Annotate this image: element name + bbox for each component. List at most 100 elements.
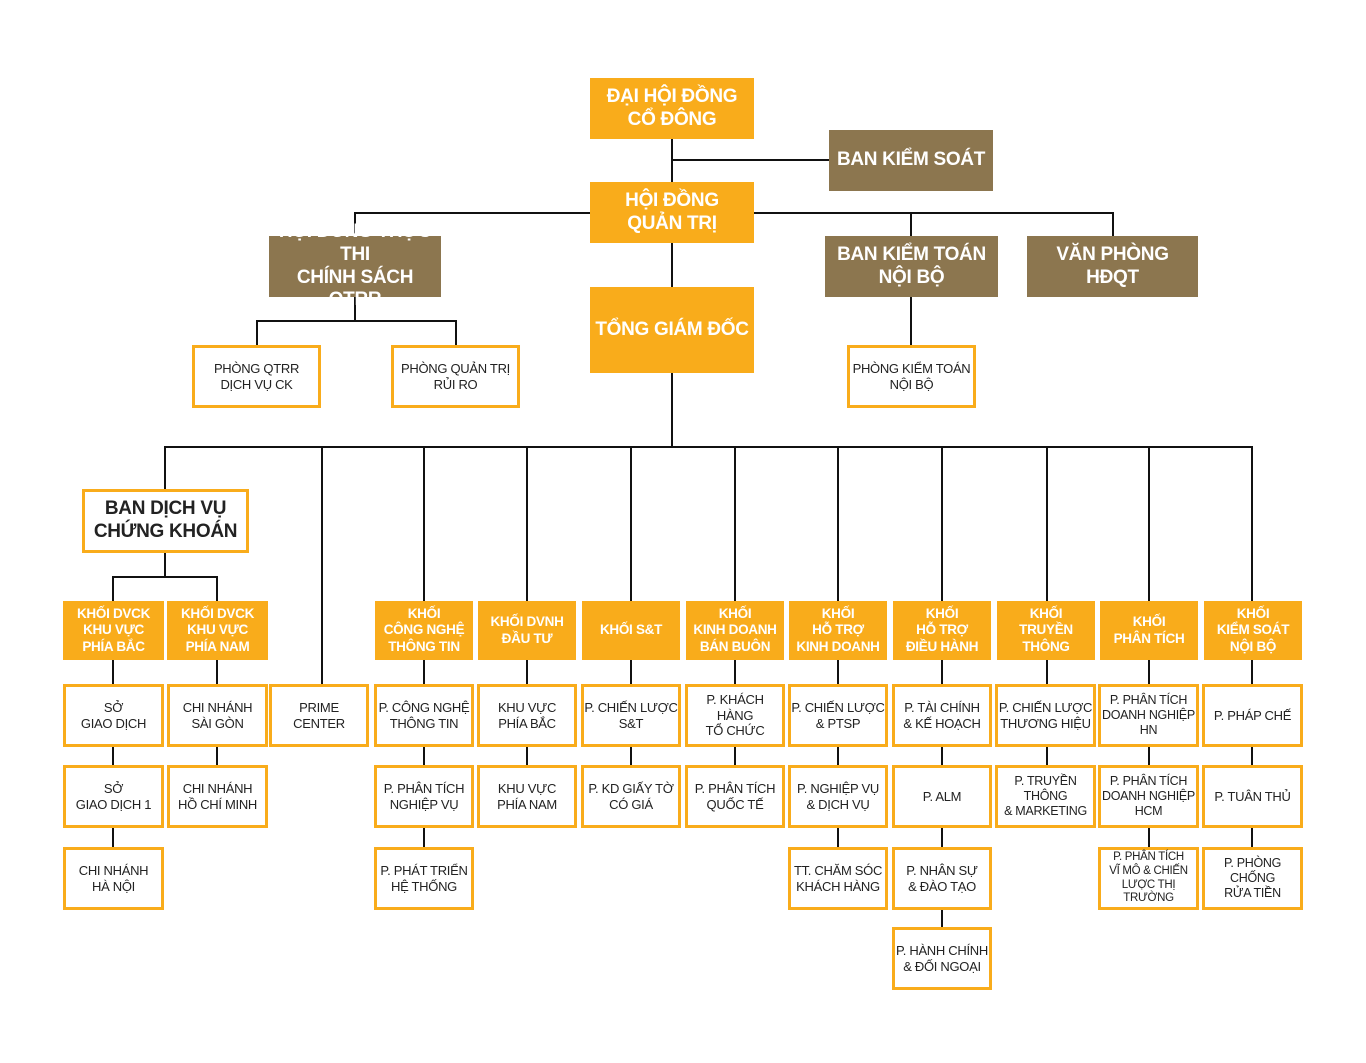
connector-line [112,576,114,601]
department-label: P. CHIẾN LƯỢC & PTSP [791,699,885,731]
connector-line [354,212,356,236]
securities-services-label: BAN DỊCH VỤ CHỨNG KHOÁN [93,498,238,542]
department-box: P. PHÒNG CHỐNG RỬA TIỀN [1202,847,1303,910]
department-box: P. CHIẾN LƯỢC S&T [581,684,681,747]
department-label: KHU VỰC PHÍA NAM [497,780,557,812]
risk-management-dept-label: PHÒNG QUẢN TRỊ RỦI RO [401,360,510,392]
division-header-label: KHỐI CÔNG NGHỆ THÔNG TIN [383,606,465,654]
department-label: P. TÀI CHÍNH & KẾ HOẠCH [903,699,981,731]
connector-line [526,446,528,601]
connector-line [1251,446,1253,601]
department-label: TT. CHĂM SÓC KHÁCH HÀNG [793,862,883,894]
department-label: P. PHÂN TÍCH VĨ MÔ & CHIẾN LƯỢC THỊ TRƯỜ… [1109,850,1188,905]
department-label: P. PHÒNG CHỐNG RỬA TIỀN [1223,856,1282,900]
department-box: P. PHÁT TRIỂN HỆ THỐNG [374,847,474,910]
connector-line [256,320,258,345]
department-box: KHU VỰC PHÍA NAM [477,765,577,828]
board-of-directors-box: HỘI ĐỒNG QUẢN TRỊ [590,182,754,243]
connector-line [671,138,673,184]
department-label: KHU VỰC PHÍA BẮC [497,699,557,731]
department-box: P. NHÂN SỰ & ĐÀO TẠO [892,847,992,910]
connector-line [734,446,736,601]
agm-label: ĐẠI HỘI ĐỒNG CỔ ĐÔNG [606,85,738,130]
connector-line [837,446,839,601]
department-box: P. CHIẾN LƯỢC THƯƠNG HIỆU [995,684,1096,747]
department-box: P. TRUYỀN THÔNG & MARKETING [995,765,1096,828]
division-header-label: KHỐI HỖ TRỢ KINH DOANH [796,606,880,654]
securities-services-box: BAN DỊCH VỤ CHỨNG KHOÁN [82,489,249,553]
connector-line [671,373,673,447]
department-label: P. CHIẾN LƯỢC S&T [584,699,678,731]
connector-line [671,159,830,161]
connector-line [164,446,166,490]
board-of-directors-label: HỘI ĐỒNG QUẢN TRỊ [625,189,719,234]
department-box: CHI NHÁNH HÀ NỘI [63,847,164,910]
department-box: P. KD GIẤY TỜ CÓ GIÁ [581,765,681,828]
department-box: P. PHÁP CHẾ [1202,684,1303,747]
connector-line [1251,660,1253,850]
division-header: KHỐI TRUYỀN THÔNG [997,601,1095,660]
division-header: KHỐI DVCK KHU VỰC PHÍA BẮC [63,601,164,660]
connector-line [112,576,218,578]
department-label: CHI NHÁNH HÀ NỘI [78,862,149,894]
connector-line [910,212,912,236]
connector-line [256,320,457,322]
supervisory-board-box: BAN KIỂM SOÁT [829,130,993,191]
prime-center-box: PRIME CENTER [269,684,369,747]
agm-box: ĐẠI HỘI ĐỒNG CỔ ĐÔNG [590,78,754,139]
department-label: P. PHÂN TÍCH NGHIỆP VỤ [383,780,465,812]
internal-audit-dept-box: PHÒNG KIỂM TOÁN NỘI BỘ [847,345,976,408]
connector-line [355,212,591,214]
connector-line [941,446,943,601]
connector-line [671,243,673,287]
division-header: KHỐI HỖ TRỢ KINH DOANH [789,601,887,660]
risk-service-dept-label: PHÒNG QTRR DỊCH VỤ CK [213,360,300,392]
department-box: P. PHÂN TÍCH NGHIỆP VỤ [374,765,474,828]
risk-council-label: HỘI ĐỒNG THỰC THI CHÍNH SÁCH QTRR [278,220,432,311]
department-box: P. PHÂN TÍCH VĨ MÔ & CHIẾN LƯỢC THỊ TRƯỜ… [1098,847,1199,910]
department-label: P. CHIẾN LƯỢC THƯƠNG HIỆU [998,699,1093,731]
risk-management-dept-box: PHÒNG QUẢN TRỊ RỦI RO [391,345,520,408]
division-header-label: KHỐI TRUYỀN THÔNG [1019,606,1073,654]
connector-line [423,660,425,850]
department-label: P. PHÂN TÍCH DOANH NGHIỆP HCM [1102,774,1195,818]
internal-audit-board-box: BAN KIỂM TOÁN NỘI BỘ [825,236,998,297]
division-header: KHỐI HỖ TRỢ ĐIỀU HÀNH [893,601,991,660]
department-box: P. ALM [892,765,992,828]
division-header: KHỐI PHÂN TÍCH [1100,601,1198,660]
supervisory-board-label: BAN KIỂM SOÁT [836,149,986,171]
division-header: KHỐI DVCK KHU VỰC PHÍA NAM [167,601,268,660]
connector-line [1112,212,1114,236]
risk-council-box: HỘI ĐỒNG THỰC THI CHÍNH SÁCH QTRR [269,221,441,310]
department-box: SỞ GIAO DỊCH [63,684,164,747]
division-header: KHỐI KIỂM SOÁT NỘI BỘ [1204,601,1302,660]
department-box: P. KHÁCH HÀNG TỔ CHỨC [685,684,785,747]
division-header: KHỐI S&T [582,601,680,660]
department-label: P. TUÂN THỦ [1214,788,1291,804]
department-box: TT. CHĂM SÓC KHÁCH HÀNG [788,847,888,910]
division-header: KHỐI CÔNG NGHỆ THÔNG TIN [375,601,473,660]
division-header-label: KHỐI DVCK KHU VỰC PHÍA NAM [180,606,255,654]
division-header: KHỐI KINH DOANH BÁN BUÔN [686,601,784,660]
department-box: P. CHIẾN LƯỢC & PTSP [788,684,888,747]
department-label: P. HÀNH CHÍNH & ĐỐI NGOẠI [896,942,988,974]
department-label: CHI NHÁNH SÀI GÒN [182,699,253,731]
division-header-label: KHỐI KIỂM SOÁT NỘI BỘ [1216,606,1290,654]
connector-line [354,297,356,321]
department-box: P. HÀNH CHÍNH & ĐỐI NGOẠI [892,927,992,990]
connector-line [164,446,1253,448]
department-label: P. NHÂN SỰ & ĐÀO TẠO [906,862,978,894]
division-header-label: KHỐI DVCK KHU VỰC PHÍA BẮC [76,606,151,654]
internal-audit-board-label: BAN KIỂM TOÁN NỘI BỘ [837,243,986,288]
department-box: CHI NHÁNH SÀI GÒN [167,684,268,747]
connector-line [630,446,632,601]
connector-line [837,660,839,850]
connector-line [216,576,218,601]
department-label: CHI NHÁNH HỒ CHÍ MINH [177,780,258,812]
department-box: CHI NHÁNH HỒ CHÍ MINH [167,765,268,828]
department-label: P. PHÁP CHẾ [1213,707,1292,723]
department-label: P. CÔNG NGHỆ THÔNG TIN [378,699,470,731]
department-box: P. PHÂN TÍCH DOANH NGHIỆP HCM [1098,765,1199,828]
department-label: P. TRUYỀN THÔNG & MARKETING [1004,774,1087,818]
